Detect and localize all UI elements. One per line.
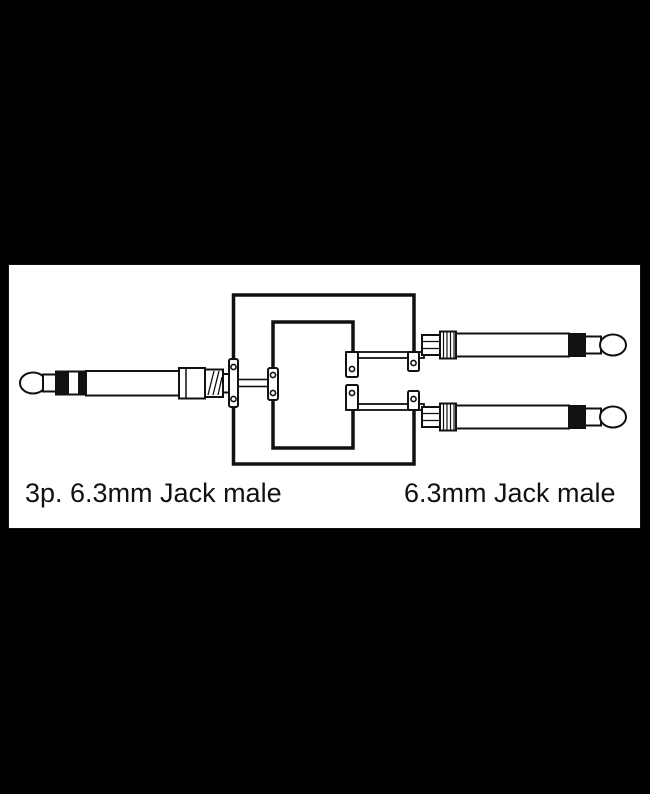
wire-inner-top — [271, 320, 355, 371]
wire-outer-bottom — [231, 395, 416, 466]
ts-barrel — [455, 404, 570, 430]
solder-hole — [230, 363, 237, 371]
trs-insulator-band-1 — [55, 370, 69, 396]
solder-hole — [410, 359, 417, 367]
ts-jack-male-bottom-illustration — [345, 384, 627, 432]
ts-thread-ridges — [442, 332, 455, 358]
ts-tip — [599, 405, 627, 429]
ts-thread-ridges — [442, 404, 455, 430]
trs-jack-male-illustration — [19, 358, 279, 408]
ts-nut — [421, 334, 441, 356]
ts-nut — [421, 406, 441, 428]
right-connector-label: 6.3mm Jack male — [404, 478, 616, 508]
trs-knurl-hatch — [207, 370, 223, 396]
solder-hole — [269, 371, 277, 379]
wire-outer-top — [231, 293, 416, 365]
solder-hole — [410, 395, 417, 403]
ts-barrel — [455, 332, 570, 358]
ts-insulator-band — [568, 405, 586, 429]
diagram-panel: 3p. 6.3mm Jack male 6.3mm Jack male — [8, 264, 641, 529]
ts-tip-lug — [345, 384, 359, 411]
trs-barrel — [85, 370, 180, 397]
left-connector-label: 3p. 6.3mm Jack male — [25, 478, 282, 508]
trs-insulator-band-2 — [78, 370, 87, 396]
trs-collar — [178, 367, 206, 400]
ts-jack-male-top-illustration — [345, 330, 627, 378]
ts-insulator-band — [568, 333, 586, 357]
solder-hole — [269, 389, 277, 397]
wiring-diagram — [19, 293, 627, 466]
solder-hole — [348, 365, 356, 373]
wires — [231, 293, 416, 466]
wire-inner-bottom — [271, 391, 355, 450]
ts-tip — [599, 333, 627, 357]
solder-hole — [230, 395, 237, 403]
ts-tip-neck — [584, 407, 602, 427]
trs-tip-neck — [42, 373, 57, 393]
trs-rear-lug — [228, 358, 239, 408]
ts-tip-neck — [584, 335, 602, 355]
trs-ring-segment — [67, 370, 80, 396]
ts-tip-lug — [345, 351, 359, 378]
solder-hole — [348, 389, 356, 397]
